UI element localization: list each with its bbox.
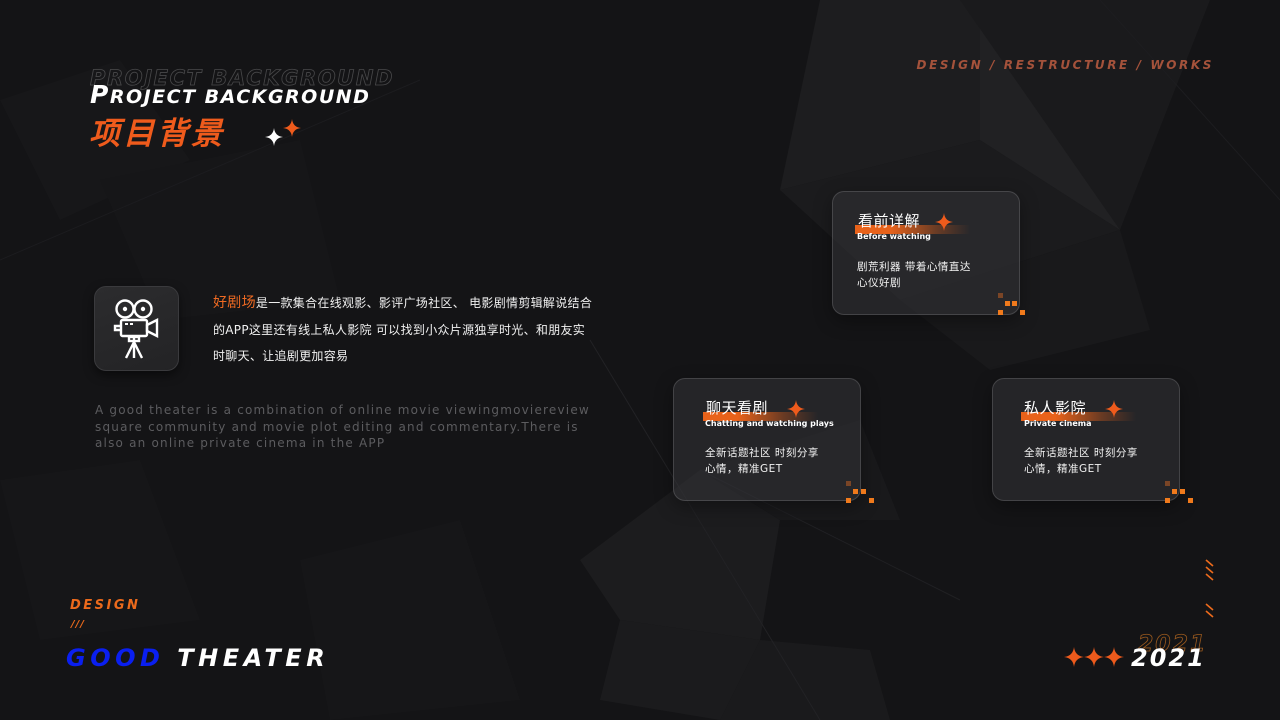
pixel-decoration	[1012, 301, 1017, 306]
card-body-line: 心情，精准GET	[705, 463, 783, 475]
card-body-line: 心情，精准GET	[1024, 463, 1102, 475]
intro-text-en: A good theater is a combination of onlin…	[95, 403, 590, 450]
title-initial: P	[90, 80, 110, 109]
card-title: 聊天看剧	[706, 399, 769, 417]
card-title-group: 聊天看剧	[703, 397, 864, 427]
brand-name: GOOD THEATER	[66, 644, 329, 672]
sparkle-icon	[1084, 647, 1104, 667]
card-body: 剧荒利器 带着心情直达 心仪好剧	[857, 259, 971, 291]
pixel-decoration	[853, 489, 858, 494]
feature-card-private-cinema: 私人影院 Private cinema 全新话题社区 时刻分享 心情，精准GET	[992, 378, 1180, 501]
pixel-decoration	[1020, 310, 1025, 315]
feature-card-chatting: 聊天看剧 Chatting and watching plays 全新话题社区 …	[673, 378, 861, 501]
pixel-decoration	[1165, 481, 1170, 486]
pixel-decoration	[846, 481, 851, 486]
pixel-decoration	[1188, 498, 1193, 503]
card-body-line: 全新话题社区 时刻分享	[1024, 447, 1138, 459]
sparkle-icon	[1064, 647, 1084, 667]
page-title-en: Project background	[90, 80, 370, 109]
pixel-decoration	[869, 498, 874, 503]
design-tag: DESIGN	[70, 598, 141, 613]
pixel-decoration	[998, 310, 1003, 315]
card-subtitle: Before watching	[857, 232, 931, 241]
card-body-line: 心仪好剧	[857, 277, 901, 289]
movie-camera-icon	[113, 298, 158, 359]
app-name-highlight: 好剧场	[213, 295, 256, 311]
pixel-decoration	[1165, 498, 1170, 503]
card-subtitle: Private cinema	[1024, 419, 1092, 428]
card-title: 看前详解	[858, 212, 921, 230]
feature-card-before-watching: 看前详解 Before watching 剧荒利器 带着心情直达 心仪好剧	[832, 191, 1020, 315]
card-title: 私人影院	[1024, 399, 1087, 417]
slash-decoration: ///	[71, 619, 85, 630]
star-row	[1064, 647, 1124, 667]
card-title-group: 私人影院	[1021, 397, 1182, 427]
title-ghost-outline: Project background	[90, 66, 395, 91]
card-body-line: 剧荒利器 带着心情直达	[857, 261, 971, 273]
pixel-decoration	[998, 293, 1003, 298]
card-title-group: 看前详解	[855, 210, 1016, 240]
page-title-cn: 项目背景	[89, 116, 225, 152]
pixel-decoration	[1180, 489, 1185, 494]
sparkle-icon	[265, 128, 283, 146]
pixel-decoration	[1172, 489, 1177, 494]
title-rest: roject background	[109, 86, 371, 108]
card-body-line: 全新话题社区 时刻分享	[705, 447, 819, 459]
app-icon-tile	[94, 286, 179, 371]
title-highlight-bar	[855, 225, 970, 234]
title-highlight-bar	[1021, 412, 1136, 421]
intro-text-cn: 好剧场是一款集合在线观影、影评广场社区、 电影剧情剪辑解说结合的APP这里还有线…	[213, 290, 593, 370]
sparkle-icon	[787, 400, 805, 418]
brand-word-theater: THEATER	[177, 644, 330, 672]
card-body: 全新话题社区 时刻分享 心情，精准GET	[705, 445, 819, 477]
year-label: 2021	[1131, 644, 1206, 672]
brand-word-good: GOOD	[66, 644, 165, 672]
title-highlight-bar	[703, 412, 818, 421]
sparkle-icon	[935, 213, 953, 231]
pixel-decoration	[1005, 301, 1010, 306]
slash-decoration-icon	[1205, 559, 1214, 618]
intro-body-cn: 是一款集合在线观影、影评广场社区、 电影剧情剪辑解说结合的APP这里还有线上私人…	[213, 296, 593, 363]
sparkle-icon	[1104, 647, 1124, 667]
pixel-decoration	[861, 489, 866, 494]
sparkle-icon	[283, 119, 301, 137]
top-tagline: DESIGN / RESTRUCTURE / WORKS	[916, 58, 1214, 72]
card-body: 全新话题社区 时刻分享 心情，精准GET	[1024, 445, 1138, 477]
sparkle-icon	[1105, 400, 1123, 418]
card-subtitle: Chatting and watching plays	[705, 419, 834, 428]
pixel-decoration	[846, 498, 851, 503]
year-ghost-outline: 2021	[1138, 632, 1208, 658]
